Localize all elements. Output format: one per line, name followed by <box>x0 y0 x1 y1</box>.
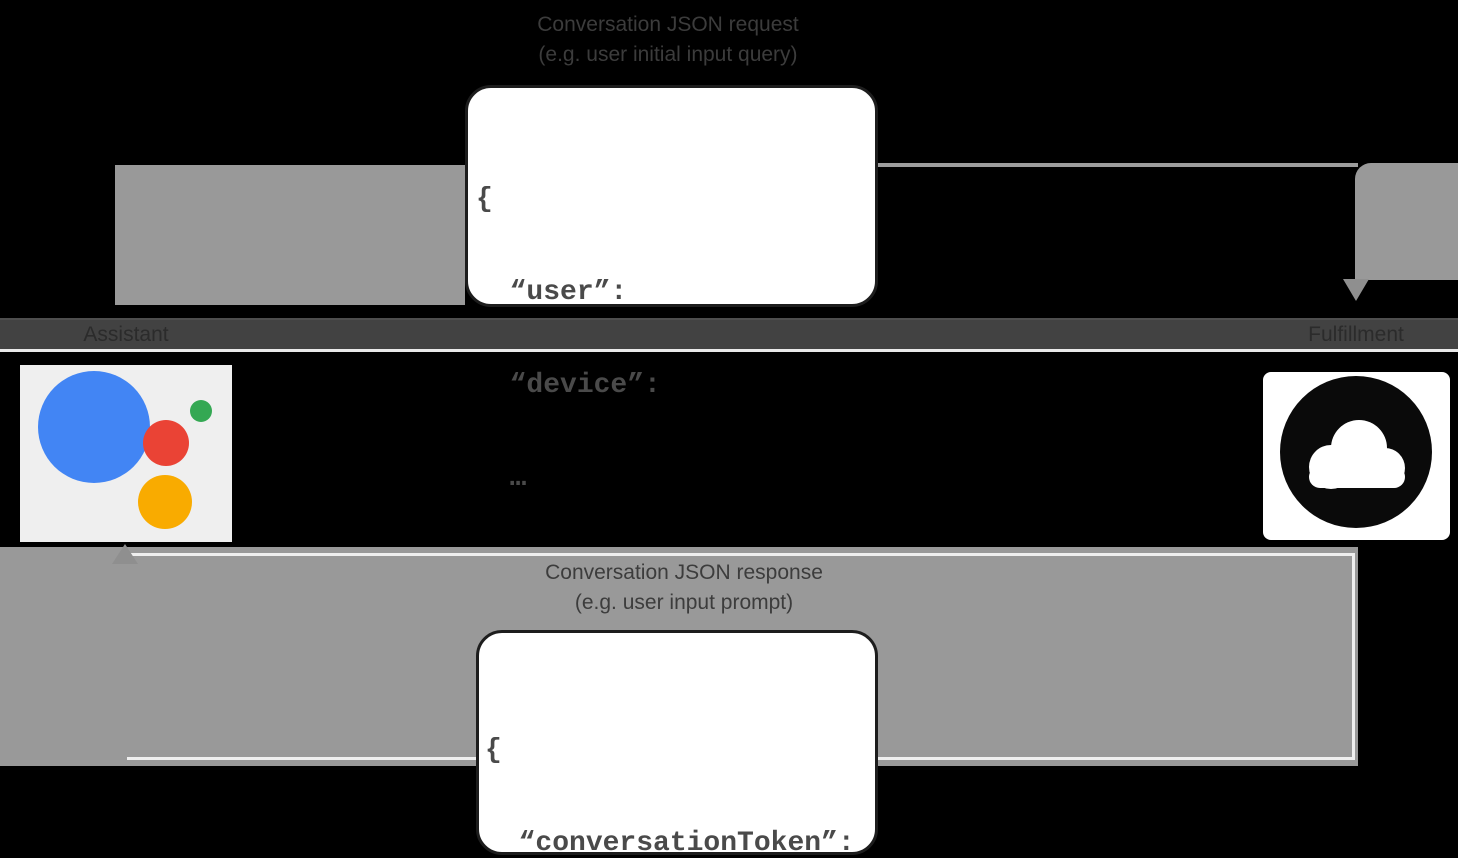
request-arrow-label: Conversation JSON request (e.g. user ini… <box>368 10 968 70</box>
cloud-icon <box>1263 372 1450 540</box>
google-assistant-logo-icon <box>20 365 232 542</box>
code-line: “conversationToken”: <box>485 828 855 858</box>
code-line: { <box>485 735 502 766</box>
request-arrow-head-panel <box>1355 163 1458 280</box>
code-line: … <box>476 463 527 494</box>
response-label-line2: (e.g. user input prompt) <box>574 591 794 614</box>
actor-band <box>0 318 1458 352</box>
response-json-box: { “conversationToken”: “userStorage”: … … <box>476 630 878 858</box>
request-arrow-tail <box>115 165 465 305</box>
assistant-red-circle <box>143 420 189 466</box>
arrowhead-up-icon <box>112 544 138 564</box>
code-line: { <box>476 184 493 215</box>
request-json-box: { “user”: “device”: … } <box>465 85 878 587</box>
code-line: “user”: <box>476 277 628 308</box>
response-arrow-line-vertical <box>1352 553 1355 760</box>
actor-label-fulfillment: Fulfillment <box>1308 323 1404 346</box>
assistant-green-circle <box>190 400 212 422</box>
actor-label-assistant: Assistant <box>83 323 169 346</box>
request-arrow-line <box>876 163 1358 167</box>
assistant-yellow-circle <box>138 475 192 529</box>
response-json-code: { “conversationToken”: “userStorage”: … … <box>479 633 875 858</box>
cloud-icon-glyph <box>1280 376 1432 528</box>
response-label-line1: Conversation JSON response <box>545 561 823 584</box>
response-arrow-label: Conversation JSON response (e.g. user in… <box>384 558 984 618</box>
assistant-blue-circle <box>38 371 150 483</box>
code-line: “device”: <box>476 370 661 401</box>
response-arrow-line-top <box>130 553 1355 556</box>
request-label-line1: Conversation JSON request <box>537 13 799 36</box>
request-label-line2: (e.g. user initial input query) <box>538 43 798 66</box>
arrowhead-down-icon <box>1343 279 1369 301</box>
